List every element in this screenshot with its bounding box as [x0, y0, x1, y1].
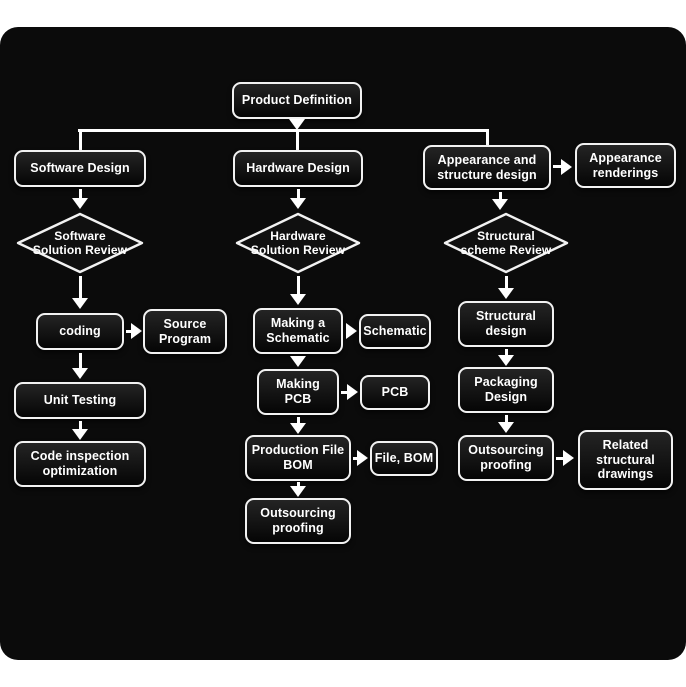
connector-line: [297, 482, 300, 487]
arrow-down-icon: [72, 298, 88, 309]
node-label: Outsourcing proofing: [468, 443, 544, 472]
connector-line: [353, 457, 358, 460]
arrow-down-icon: [72, 429, 88, 440]
node-label: File, BOM: [374, 451, 434, 466]
connector-line: [126, 330, 132, 333]
node-coding: coding: [36, 313, 124, 350]
connector-line: [505, 349, 508, 356]
node-appearance-structure-design: Appearance and structure design: [423, 145, 551, 190]
connector-line: [553, 165, 562, 168]
connector-line: [297, 189, 300, 199]
arrow-right-icon: [357, 450, 368, 466]
connector-line: [486, 129, 489, 146]
node-hardware-design: Hardware Design: [233, 150, 363, 187]
node-label: Schematic: [363, 324, 427, 339]
node-appearance-renderings: Appearance renderings: [575, 143, 676, 188]
node-outsourcing-proofing-hardware: Outsourcing proofing: [245, 498, 351, 544]
node-making-a-schematic: Making a Schematic: [253, 308, 343, 354]
node-structural-scheme-review: Structural scheme Review: [442, 212, 570, 274]
diamond-shape: [16, 212, 144, 274]
node-label: Outsourcing proofing: [260, 506, 336, 535]
node-label: Source Program: [158, 316, 212, 346]
connector-line: [79, 421, 82, 430]
arrow-down-icon: [498, 288, 514, 299]
node-label: PCB: [381, 385, 409, 400]
connector-line: [79, 129, 82, 150]
node-software-solution-review: Software Solution Review: [15, 212, 145, 274]
node-label: Making PCB: [276, 377, 320, 406]
connector-line: [79, 189, 82, 199]
connector-line: [79, 353, 82, 369]
arrow-right-icon: [563, 450, 574, 466]
node-label: Packaging Design: [474, 375, 538, 404]
connector-line: [297, 417, 300, 424]
node-product-definition: Product Definition: [232, 82, 362, 119]
node-making-pcb: Making PCB: [257, 369, 339, 415]
arrow-down-icon: [290, 356, 306, 367]
arrow-down-icon: [289, 119, 305, 130]
arrow-right-icon: [561, 159, 572, 175]
node-software-design: Software Design: [14, 150, 146, 187]
node-packaging-design: Packaging Design: [458, 367, 554, 413]
arrow-right-icon: [346, 323, 357, 339]
node-label: Production File BOM: [251, 443, 345, 472]
node-unit-testing: Unit Testing: [14, 382, 146, 419]
arrow-down-icon: [290, 486, 306, 497]
node-label: Structural scheme Review: [460, 228, 552, 257]
connector-line: [296, 129, 299, 150]
connector-line: [78, 129, 489, 132]
node-code-inspection-optimization: Code inspection optimization: [14, 441, 146, 487]
connector-line: [341, 391, 348, 394]
connector-line: [79, 276, 82, 299]
node-file-bom: File, BOM: [370, 441, 438, 476]
connector-line: [505, 415, 508, 423]
node-label: Hardware Design: [246, 161, 350, 176]
arrow-right-icon: [347, 384, 358, 400]
connector-line: [499, 192, 502, 200]
node-label: Appearance renderings: [589, 150, 662, 180]
diamond-shape: [443, 212, 569, 274]
diamond-shape: [235, 212, 361, 274]
node-label: Structural design: [475, 309, 537, 338]
connector-line: [297, 276, 300, 295]
node-structural-design: Structural design: [458, 301, 554, 347]
node-label: Product Definition: [241, 93, 353, 108]
arrow-down-icon: [492, 199, 508, 210]
node-label: Software Design: [30, 161, 130, 176]
arrow-down-icon: [72, 198, 88, 209]
node-source-program: Source Program: [143, 309, 227, 354]
node-related-structural-drawings: Related structural drawings: [578, 430, 673, 490]
arrow-down-icon: [498, 422, 514, 433]
node-pcb: PCB: [360, 375, 430, 410]
arrow-down-icon: [498, 355, 514, 366]
arrow-down-icon: [290, 198, 306, 209]
node-production-file-bom: Production File BOM: [245, 435, 351, 481]
node-label: Related structural drawings: [596, 437, 655, 482]
node-label: Unit Testing: [43, 393, 117, 408]
arrow-down-icon: [290, 294, 306, 305]
arrow-down-icon: [72, 368, 88, 379]
node-hardware-solution-review: Hardware Solution Review: [234, 212, 362, 274]
node-schematic: Schematic: [359, 314, 431, 349]
node-label: Hardware Solution Review: [250, 228, 346, 257]
node-label: Making a Schematic: [266, 316, 330, 345]
node-label: Code inspection optimization: [30, 449, 130, 478]
node-label: Software Solution Review: [32, 228, 128, 257]
arrow-down-icon: [290, 423, 306, 434]
arrow-right-icon: [131, 323, 142, 339]
node-label: coding: [59, 324, 101, 339]
node-label: Appearance and structure design: [437, 152, 537, 182]
connector-line: [556, 457, 564, 460]
connector-line: [505, 276, 508, 289]
node-outsourcing-proofing-structural: Outsourcing proofing: [458, 435, 554, 481]
